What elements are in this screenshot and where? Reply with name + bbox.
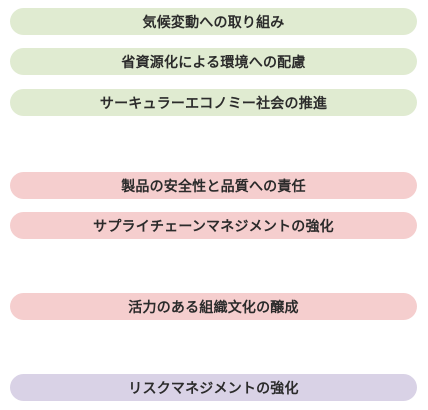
item-label: サーキュラーエコノミー社会の推進 — [99, 95, 328, 112]
item-climate-change[interactable]: 気候変動への取り組み — [10, 8, 417, 35]
item-label: 製品の安全性と品質への責任 — [121, 178, 306, 195]
item-label: リスクマネジメントの強化 — [128, 380, 299, 397]
item-label: サプライチェーンマネジメントの強化 — [93, 218, 334, 235]
item-supply-chain[interactable]: サプライチェーンマネジメントの強化 — [10, 212, 417, 239]
item-resource-saving[interactable]: 省資源化による環境への配慮 — [10, 48, 417, 75]
item-label: 気候変動への取り組み — [142, 14, 285, 31]
item-product-safety[interactable]: 製品の安全性と品質への責任 — [10, 172, 417, 199]
item-label: 活力のある組織文化の醸成 — [128, 299, 299, 316]
item-circular-economy[interactable]: サーキュラーエコノミー社会の推進 — [10, 89, 417, 116]
item-organizational-culture[interactable]: 活力のある組織文化の醸成 — [10, 293, 417, 320]
item-risk-management[interactable]: リスクマネジメントの強化 — [10, 374, 417, 401]
item-label: 省資源化による環境への配慮 — [121, 54, 306, 71]
